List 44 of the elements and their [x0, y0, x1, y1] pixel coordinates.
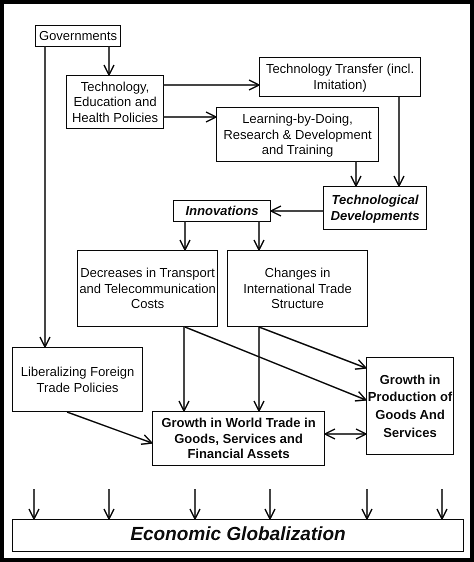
- arrow: [28, 489, 40, 520]
- outcome-box: [173, 200, 271, 222]
- box-label: Growth in World Trade in Goods, Services and Financial Assets: [160, 415, 317, 462]
- arrow: [350, 162, 362, 187]
- arrow: [179, 222, 191, 251]
- arrow: [103, 47, 115, 76]
- box-label: Growth in Production of Goods And Services: [367, 370, 453, 442]
- arrow: [393, 97, 405, 187]
- box-label: Technological Developments: [330, 192, 420, 224]
- arrow: [178, 327, 190, 412]
- box-label: Learning-by-Doing, Research & Development and Training: [222, 111, 373, 158]
- box-label: Innovations: [186, 203, 258, 219]
- arrow: [264, 489, 276, 520]
- box-label: Technology Transfer (incl. Imitation): [264, 61, 416, 93]
- box-label: Technology, Education and Health Policies: [71, 78, 159, 126]
- arrow: [253, 222, 265, 251]
- arrow: [189, 489, 201, 520]
- arrow: [103, 489, 115, 520]
- arrow: [361, 489, 373, 520]
- outcome-box: [152, 411, 325, 466]
- arrow: [164, 111, 217, 123]
- arrow: [184, 326, 367, 402]
- arrow: [39, 47, 51, 348]
- box-label: Governments: [38, 28, 118, 44]
- process-box: [259, 57, 421, 97]
- arrow: [324, 428, 367, 440]
- arrow: [164, 79, 260, 91]
- result-box: [12, 519, 464, 552]
- arrow: [436, 489, 448, 520]
- policy-box: [12, 347, 143, 412]
- process-box: [216, 107, 379, 162]
- box-label: Economic Globalization: [130, 524, 346, 547]
- arrow: [258, 326, 367, 370]
- process-box: [77, 250, 218, 327]
- outcome-box: [366, 357, 454, 455]
- box-label: Changes in International Trade Structure: [242, 265, 353, 312]
- arrow: [253, 327, 265, 412]
- actor-box: [35, 25, 121, 47]
- outcome-box: [323, 186, 427, 230]
- arrow: [270, 205, 323, 217]
- box-label: Liberalizing Foreign Trade Policies: [20, 364, 136, 396]
- arrow: [66, 411, 153, 446]
- process-box: [227, 250, 368, 327]
- box-label: Decreases in Transport and Telecommunication Costs: [78, 265, 217, 312]
